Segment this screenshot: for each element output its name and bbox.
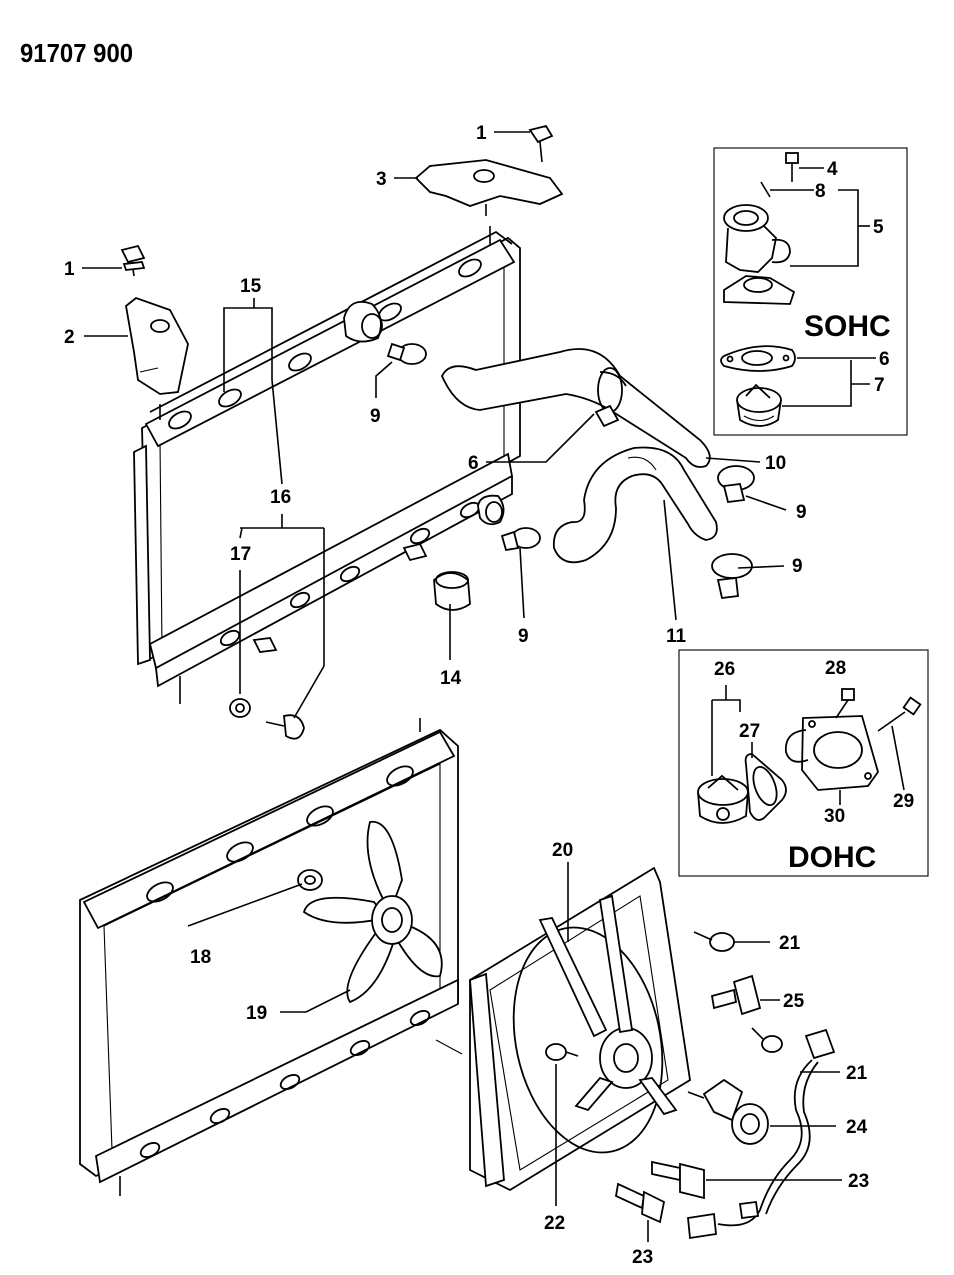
callout-14: 14 <box>440 668 462 689</box>
callout-1-upper: 1 <box>476 123 487 144</box>
cooling-fan-part-19 <box>302 821 443 1004</box>
drain-cock-part-16 <box>265 714 305 740</box>
bolt-part-21-upper <box>693 931 735 952</box>
thermostat-part-7 <box>736 383 782 427</box>
gasket-part-27 <box>744 753 787 821</box>
rubber-mount-part-14 <box>433 571 471 611</box>
radiator-rear-view <box>79 718 459 1196</box>
hose-clamp-part-9-lower <box>711 553 753 599</box>
sensor-part-23-upper <box>651 1160 705 1200</box>
callout-21-upper: 21 <box>779 933 801 954</box>
callout-16: 16 <box>270 487 291 508</box>
callout-7: 7 <box>874 375 885 396</box>
wiring-connector <box>717 1028 836 1227</box>
thermostat-housing-part-30 <box>784 715 879 791</box>
callout-18: 18 <box>190 947 211 968</box>
callout-11: 11 <box>666 626 687 647</box>
callout-6-sohc: 6 <box>879 349 890 370</box>
sohc-label: SOHC <box>804 310 891 343</box>
connector-clip-part-25 <box>710 974 762 1016</box>
callout-19: 19 <box>246 1003 267 1024</box>
hose-clamp-part-9-right <box>717 465 755 503</box>
thermostat-part-26 <box>697 774 749 824</box>
dohc-label: DOHC <box>788 841 876 874</box>
callout-21-lower: 21 <box>846 1063 868 1084</box>
callout-5: 5 <box>873 217 884 238</box>
drain-plug-washer-part-17 <box>229 698 251 718</box>
callout-25: 25 <box>783 991 805 1012</box>
bolt-part-29 <box>877 696 922 732</box>
water-outlet-fitting-part-5 <box>723 204 796 305</box>
callout-15: 15 <box>240 276 262 297</box>
bolt-part-4 <box>785 152 799 182</box>
lower-bracket-part-2 <box>125 296 189 395</box>
bolt-part-1-left <box>120 244 146 277</box>
sohc-inset-box: 4 8 5 6 7 SOHC <box>713 147 908 436</box>
shroud-nut-part-22 <box>545 1043 579 1061</box>
fan-shroud-part-20 <box>469 866 691 1192</box>
hose-clamp-on-upper-hose <box>594 404 620 428</box>
callout-20: 20 <box>552 840 573 861</box>
callout-9-middle: 9 <box>518 626 529 647</box>
callout-1-left: 1 <box>64 259 75 280</box>
harness-plug <box>687 1200 760 1240</box>
callout-9-upper: 9 <box>370 406 381 427</box>
bolt-part-1-upper <box>528 124 554 163</box>
upper-bracket-part-3 <box>414 159 564 216</box>
callout-26: 26 <box>714 659 735 680</box>
lower-radiator-hose-part-11 <box>552 446 718 564</box>
thermo-switch-part-24 <box>687 1078 769 1145</box>
callout-9-right: 9 <box>796 502 807 523</box>
hose-clamp-part-9-upper <box>386 342 427 365</box>
callout-24: 24 <box>846 1117 868 1138</box>
gasket-part-6 <box>720 345 796 372</box>
hose-clamp-part-9-middle <box>500 527 541 552</box>
callout-2: 2 <box>64 327 75 348</box>
document-number: 91707 900 <box>20 38 134 68</box>
bolt-part-21-lower <box>751 1027 783 1053</box>
callout-9-lower: 9 <box>792 556 803 577</box>
sensor-part-23-lower <box>614 1182 666 1224</box>
dohc-inset-box: 26 27 28 29 30 DOHC <box>678 649 929 877</box>
callout-17: 17 <box>230 544 251 565</box>
radiator-front-view <box>133 226 521 704</box>
callout-4: 4 <box>827 159 838 180</box>
fan-nut-part-18 <box>297 869 323 891</box>
callout-3: 3 <box>376 169 387 190</box>
pin-part-8 <box>760 181 771 198</box>
callout-10: 10 <box>765 453 786 474</box>
callout-22: 22 <box>544 1213 565 1234</box>
callout-27: 27 <box>739 721 760 742</box>
callout-23-lower: 23 <box>632 1247 653 1268</box>
radiator-small-fitting <box>252 542 428 653</box>
callout-6-radiator: 6 <box>468 453 479 474</box>
callout-28: 28 <box>825 658 846 679</box>
callout-30: 30 <box>824 806 845 827</box>
callout-23-upper: 23 <box>848 1171 869 1192</box>
callout-8: 8 <box>815 181 826 202</box>
callout-29: 29 <box>893 791 914 812</box>
bolt-part-28 <box>835 688 855 719</box>
